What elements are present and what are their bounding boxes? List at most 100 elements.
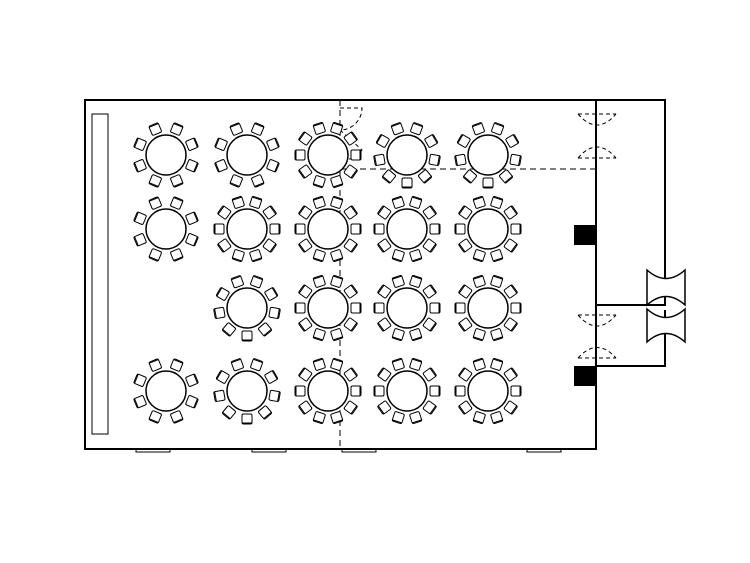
chair [510,223,522,235]
double-door-dashed-bottom [577,314,617,359]
chair [422,284,437,299]
chair-back [457,134,464,144]
round-table [213,275,281,342]
chair [222,405,236,420]
chair [377,400,392,415]
double-door-dashed-top [577,113,617,159]
chair-back [313,358,324,363]
chair [454,153,467,166]
chair-back [134,236,139,247]
chair [217,205,232,220]
chair [343,284,358,299]
chair [222,322,236,337]
chair [373,153,386,166]
chair-back [411,196,422,201]
chair-back [216,287,223,297]
chair-back [512,134,519,144]
chair-back [431,134,438,144]
chair-back [423,175,432,184]
chair-back [492,336,503,341]
stage-platform [91,113,109,435]
chair-back [332,122,343,127]
chair [503,317,518,332]
chair-back [332,196,343,201]
chair [458,205,473,220]
chair [217,238,232,253]
chair-back [350,322,358,332]
chair [213,223,225,235]
chair-back [222,328,231,337]
chair [343,205,358,220]
table-top [386,287,428,329]
chair [262,205,277,220]
chair-back [313,183,324,188]
chair-back [458,284,466,294]
table-top [467,370,509,412]
chair-back [254,123,265,128]
chair-back [263,411,272,420]
chair-back [411,336,422,341]
table-top [307,134,349,176]
round-table [213,358,281,425]
chair [458,367,473,382]
chair-back [429,205,437,215]
chair-back [350,367,358,377]
chair-back [332,257,343,262]
chair-back [437,155,440,166]
chair [503,400,518,415]
round-table [213,195,281,263]
chair-back [253,275,263,281]
chair-back [376,134,383,144]
chair-back [298,131,306,141]
chair-back [377,205,385,215]
chair [213,389,226,402]
chair [401,177,413,189]
chair [373,385,385,397]
chair [294,385,306,397]
table-top [307,370,349,412]
round-table [454,357,522,425]
chair [294,223,306,235]
chair-back [313,257,324,262]
chair-back [134,373,139,384]
chair-back [173,418,184,423]
chair [343,367,358,382]
chair-back [411,275,422,280]
chair-back [148,256,159,261]
chair-back [392,275,403,280]
chair-back [229,123,240,128]
chair [268,389,281,402]
chair-back [377,405,385,415]
chair-back [298,169,306,179]
chair-back [173,359,184,364]
chair-back [350,131,358,141]
chair-back [510,405,518,415]
chair-back [173,256,184,261]
chair-back [232,196,243,201]
chair-back [458,205,466,215]
chair-back [217,243,225,253]
chair [262,238,277,253]
chair-back [510,205,518,215]
chair-back [429,367,437,377]
chair [241,413,253,425]
chair-back [215,162,220,173]
chair-back [510,367,518,377]
chair [298,400,313,415]
chair [503,205,518,220]
chair [343,238,358,253]
chair [373,302,385,314]
chair-back [455,155,458,166]
chair-back [332,419,343,424]
chair-back [350,405,358,415]
chair-back [214,308,217,319]
chair-back [148,123,159,128]
chair [429,302,441,314]
chair-back [214,391,217,402]
chair [258,405,272,420]
chair [298,131,313,146]
chair [298,367,313,382]
chair-back [504,175,513,184]
chair-back [473,275,484,280]
